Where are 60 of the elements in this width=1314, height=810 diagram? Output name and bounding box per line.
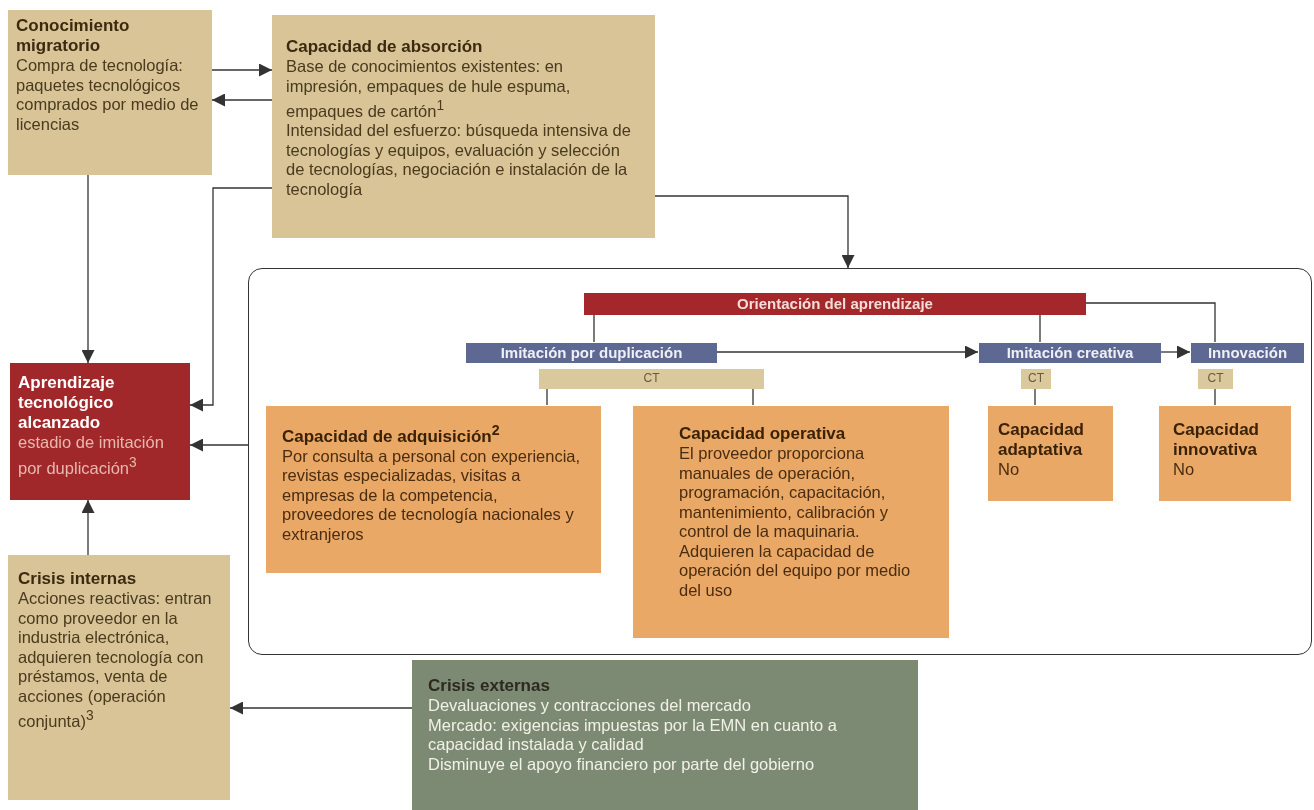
box-heading: Conocimiento migratorio [16, 16, 131, 56]
box-heading: Capacidad innovativa [1173, 420, 1260, 460]
box-text: No [1173, 460, 1196, 480]
header-bar [584, 293, 1086, 315]
bar-label: Orientación del aprendizaje [737, 294, 933, 314]
capability-box [266, 406, 601, 573]
arrow [229, 701, 413, 715]
box-text: Intensidad del esfuerzo: búsqueda intensiva de tecnologías y equipos, evaluación y selección de tecnologías, negociación e instalación de la tecnología [286, 121, 632, 199]
process-box [412, 660, 918, 810]
box-heading: Crisis externas [428, 676, 551, 696]
capability-box [1159, 406, 1291, 501]
capability-box [988, 406, 1113, 501]
connector-line [593, 313, 595, 343]
arrow [654, 195, 855, 269]
box-heading: Capacidad de absorción [286, 37, 484, 57]
group-frame [248, 268, 1312, 655]
box-heading: Capacidad adaptativa [998, 420, 1085, 460]
process-box [8, 10, 212, 175]
box-text: Adquieren la capacidad de operación del equipo por medio del uso [679, 541, 912, 600]
bar-label: Imitación por duplicación [500, 343, 683, 363]
box-text: Acciones reactivas: entran como proveedor en la industria electrónica, adquieren tecnología con préstamos, venta de acciones (operación conjunta)$^{3}$ [18, 589, 213, 731]
box-text: El proveedor proporciona manuales de operación, programación, capacitación, mantenimiento, calibración y control de la maquinaria. [679, 444, 890, 542]
connector-line [1214, 387, 1216, 406]
ct-bar [539, 369, 764, 389]
box-text: Disminuye el apoyo financiero por parte del gobierno [428, 754, 816, 774]
bar-label: CT [1207, 370, 1224, 388]
box-text: Compra de tecnología: paquetes tecnológicos comprados por medio de licencias [16, 56, 200, 134]
connector-line [752, 387, 754, 406]
stage-bar [979, 343, 1161, 363]
arrow [81, 174, 95, 364]
result-box [10, 363, 190, 500]
box-heading: Capacidad de adquisición$^{2}$ [282, 421, 501, 447]
box-heading: Crisis internas [18, 569, 138, 589]
box-heading: Capacidad operativa [679, 424, 847, 444]
box-text: estadio de imitación por duplicación$^{3}$ [18, 433, 165, 478]
box-text: Devaluaciones y contracciones del mercado [428, 696, 752, 716]
connector-line [546, 387, 548, 406]
arrow [211, 63, 273, 77]
box-text: Base de conocimientos existentes: en impresión, empaques de hule espuma, empaques de cartón$^{1}$ [286, 57, 572, 121]
arrow [211, 93, 273, 107]
box-heading: Aprendizaje tecnológico alcanzado [18, 373, 116, 433]
stage-bar [466, 343, 717, 363]
process-box [8, 555, 230, 800]
arrow [81, 499, 95, 556]
ct-bar [1021, 369, 1051, 389]
box-text: Mercado: exigencias impuestas por la EMN en cuanto a capacidad instalada y calidad [428, 715, 839, 755]
connector-line [1039, 313, 1041, 343]
arrow [189, 187, 273, 412]
bar-label: CT [643, 370, 660, 388]
ct-bar [1198, 369, 1233, 389]
arrow [189, 438, 249, 452]
box-text: No [998, 460, 1021, 480]
connector-line [1034, 387, 1036, 406]
bar-label: Imitación creativa [1006, 343, 1134, 363]
capability-box [633, 406, 949, 638]
bar-label: Innovación [1207, 343, 1288, 363]
stage-bar [1191, 343, 1304, 363]
box-text: Por consulta a personal con experiencia, revistas especializadas, visitas a empresas de la competencia, proveedores de tecnología nacionales y extranjeros [282, 446, 582, 545]
bar-label: CT [1028, 370, 1044, 388]
process-box [272, 15, 655, 238]
